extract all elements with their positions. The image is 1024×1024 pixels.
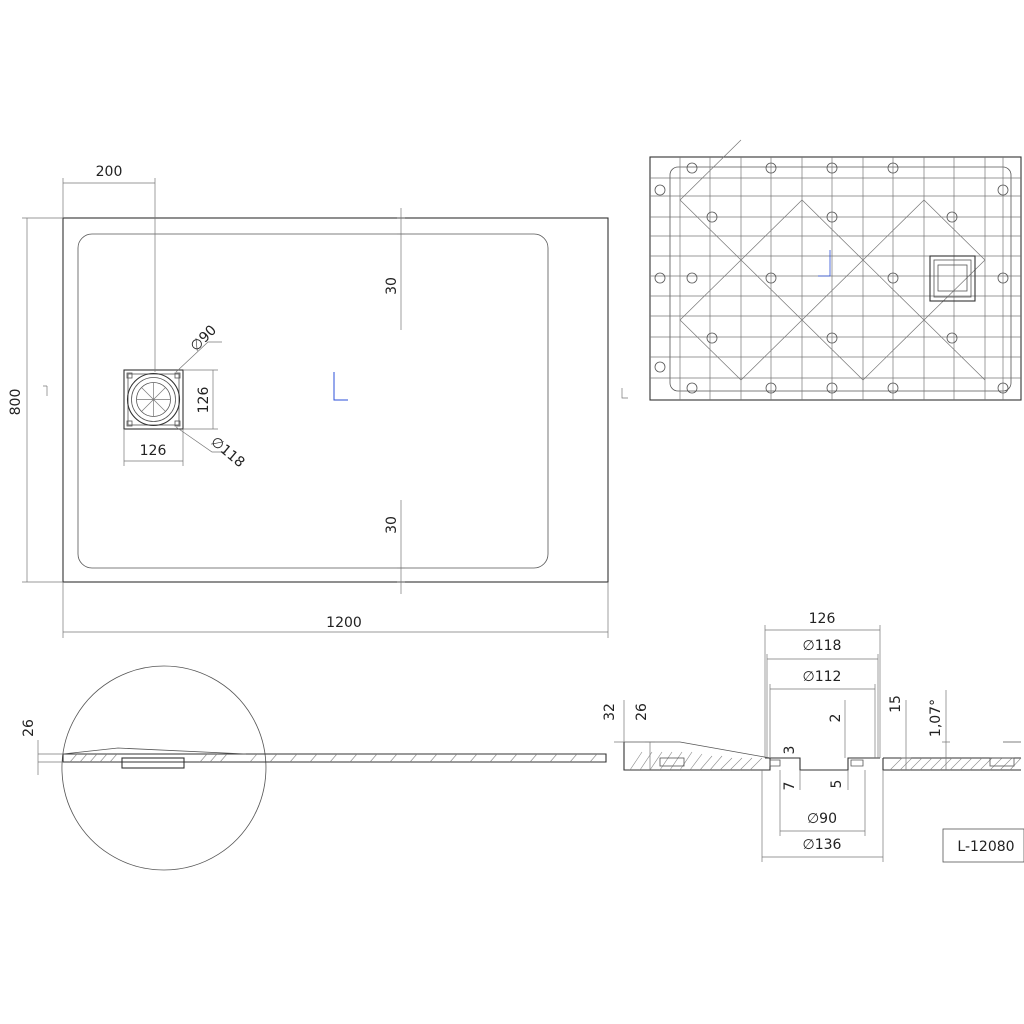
title-block: L-12080	[942, 828, 1024, 863]
detail-circle	[61, 665, 267, 871]
bottom-inner	[669, 166, 1012, 392]
rib-grid	[650, 139, 1021, 400]
side-hatching	[69, 753, 598, 763]
dim-32-lines	[614, 700, 625, 743]
top-view: 200 30 30 800 1200 ∅90 ∅118 126 126	[8, 164, 628, 638]
dim-136-lines	[761, 770, 884, 862]
dim-126-v: 126	[196, 387, 212, 414]
dim-15-lines	[901, 700, 911, 770]
dim-800: 800	[8, 389, 24, 416]
section-drain-inner	[769, 759, 864, 767]
dim-118: ∅118	[207, 434, 247, 471]
dim-118-section: ∅118	[803, 638, 842, 654]
dim-1200-lines	[62, 582, 609, 638]
side-view: 26	[21, 665, 607, 871]
dim-slope-lines	[942, 690, 950, 770]
dim-5: 5	[829, 780, 845, 789]
dim-126-section-lines	[764, 625, 881, 758]
drain-top	[123, 369, 184, 430]
section-detail: 126 ∅118 ∅112 32 26 15 1,07° 2 3 7 5 ∅90…	[602, 611, 1022, 862]
section-hatching	[629, 751, 1022, 771]
dim-26-side: 26	[21, 719, 37, 737]
tray-inner-basin	[77, 233, 549, 569]
dim-7: 7	[782, 782, 798, 791]
dim-118-leader	[175, 426, 226, 453]
dim-30-top-lines	[397, 208, 405, 330]
dim-30-bottom: 30	[384, 516, 400, 534]
drawing-code: L-12080	[957, 839, 1014, 855]
tray-outline	[62, 217, 609, 583]
dim-90-section: ∅90	[807, 811, 837, 827]
section-pocket-right	[989, 757, 1015, 767]
dim-800-lines	[22, 217, 63, 583]
dim-90-section-lines	[779, 770, 866, 836]
dim-90: ∅90	[188, 322, 221, 355]
section-drain	[765, 757, 880, 771]
dim-26-section-lines	[645, 741, 655, 770]
side-tick-right	[621, 388, 628, 399]
dim-118-section-lines	[766, 654, 879, 758]
bottom-view	[649, 139, 1022, 401]
dim-90-leader	[175, 341, 222, 373]
center-marker-bottom	[818, 250, 831, 277]
side-slope	[62, 747, 247, 755]
dim-126-section: 126	[809, 611, 836, 627]
side-profile	[62, 753, 607, 763]
dim-15: 15	[888, 695, 904, 713]
dim-26-side-lines	[37, 740, 63, 775]
dim-136: ∅136	[803, 837, 842, 853]
dim-126-h-lines	[123, 429, 184, 466]
side-tick-left	[43, 385, 48, 396]
drain-bottom	[929, 255, 976, 302]
dim-200-lines	[62, 178, 156, 372]
dim-112-section-lines	[769, 684, 876, 758]
dim-112-section: ∅112	[803, 669, 842, 685]
dim-26-section: 26	[634, 703, 650, 721]
dim-126-v-lines	[183, 369, 218, 430]
dim-slope: 1,07°	[928, 699, 944, 737]
dim-3: 3	[782, 746, 798, 755]
section-pocket-left	[659, 757, 685, 767]
center-marker	[333, 372, 348, 401]
side-drain	[121, 757, 185, 769]
support-feet	[654, 162, 1009, 394]
dim-200: 200	[96, 164, 123, 180]
dim-2: 2	[828, 714, 844, 723]
dim-30-bottom-lines	[397, 500, 405, 594]
dim-1200: 1200	[326, 615, 362, 631]
section-surface	[624, 741, 1021, 759]
dim-32: 32	[602, 703, 618, 721]
dim-30-top: 30	[384, 277, 400, 295]
dim-126-h: 126	[140, 443, 167, 459]
bottom-outline	[649, 156, 1022, 401]
